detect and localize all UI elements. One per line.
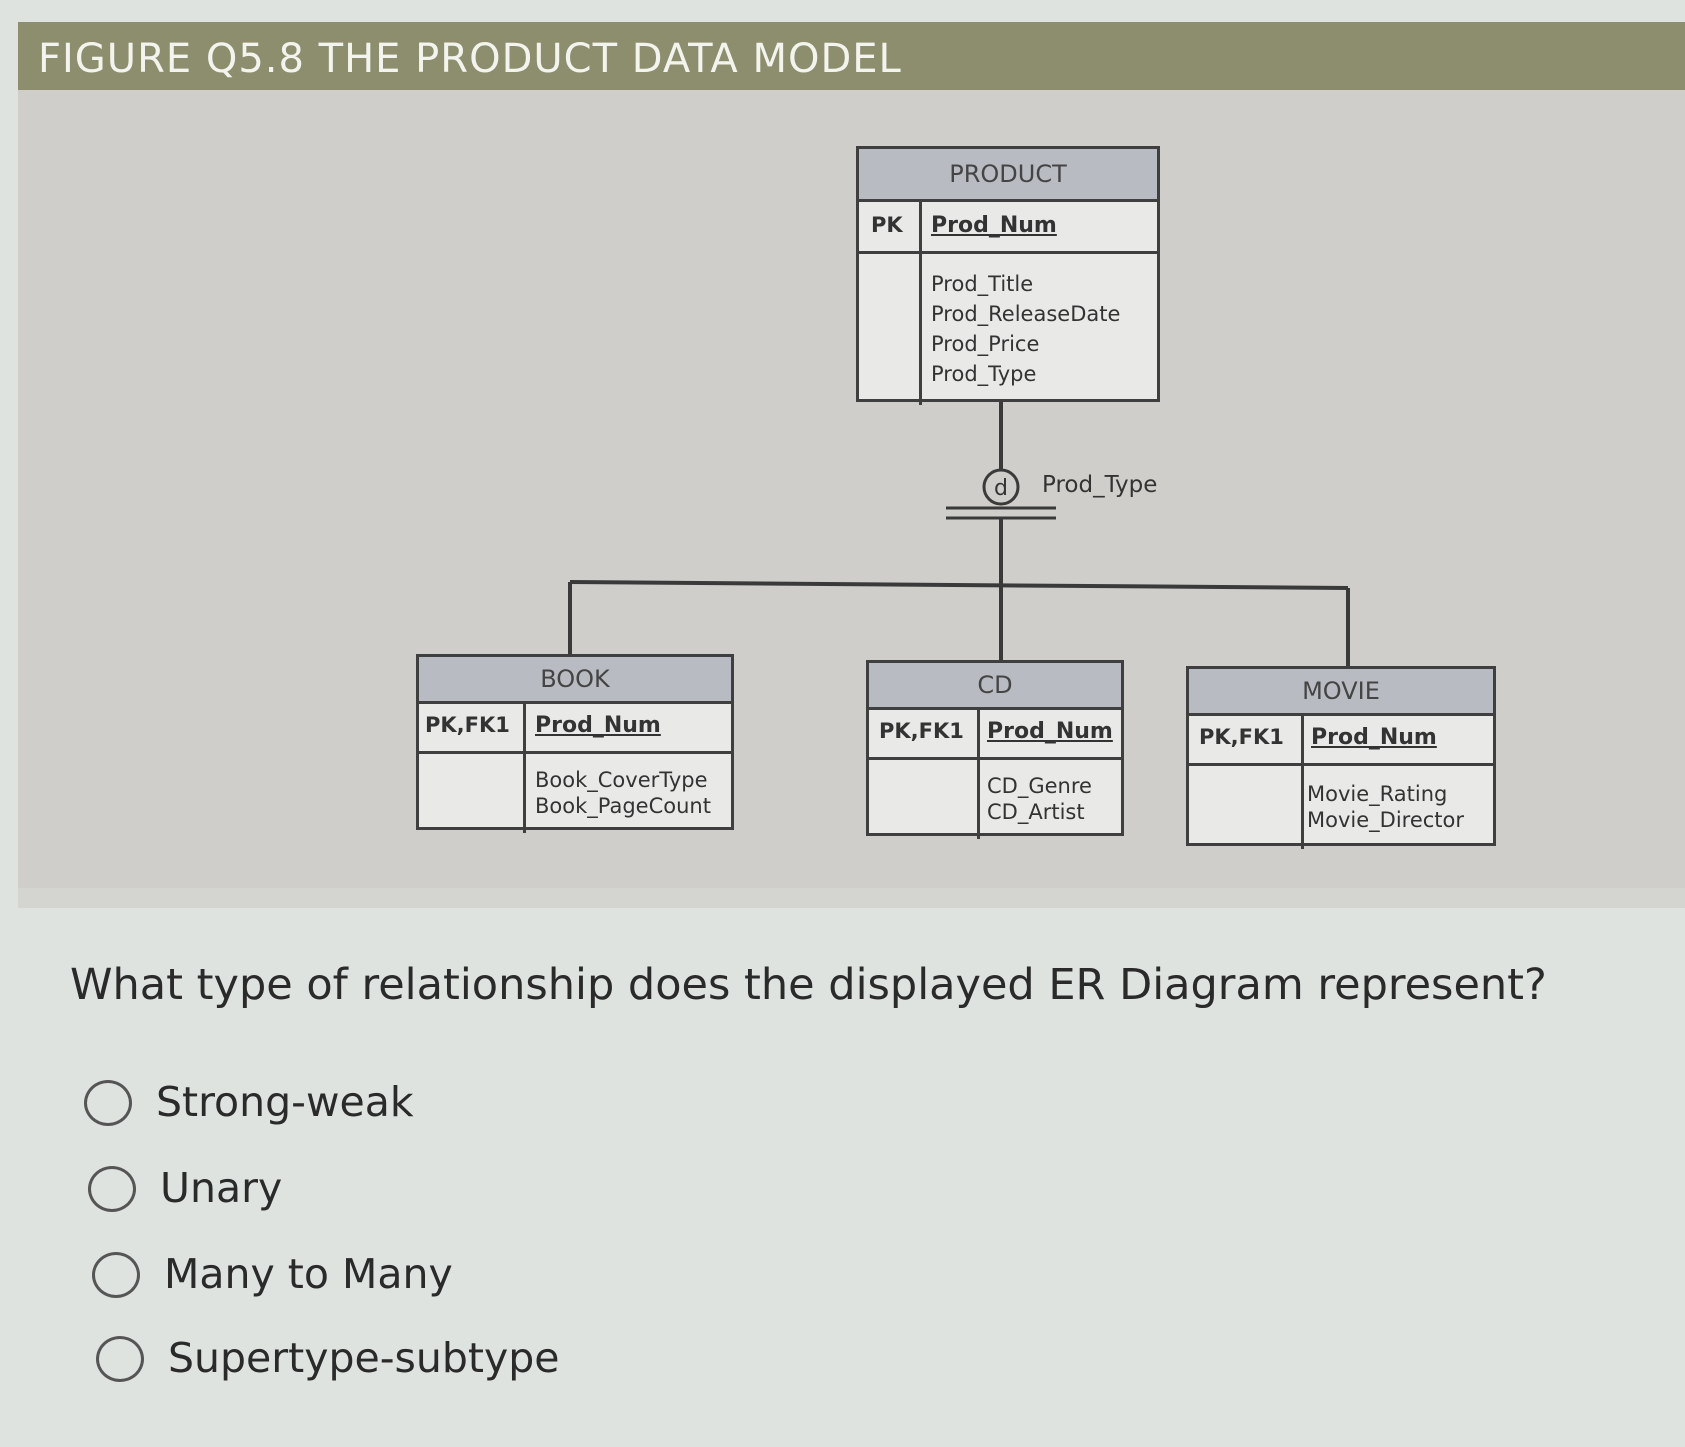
figure-title: FIGURE Q5.8 THE PRODUCT DATA MODEL — [38, 36, 902, 82]
cd-entity: CD PK,FK1 Prod_Num CD_Genre CD_Artist — [866, 660, 1124, 839]
product-key-attr: Prod_Num — [931, 213, 1057, 238]
movie-entity-name: MOVIE — [1189, 669, 1493, 716]
cd-key-attr: Prod_Num — [987, 719, 1113, 744]
cd-key-label: PK,FK1 — [879, 719, 964, 743]
cd-attr: CD_Artist — [987, 800, 1085, 824]
discriminator-label: Prod_Type — [1042, 472, 1158, 498]
option-label[interactable]: Strong-weak — [156, 1078, 414, 1126]
movie-key-attr: Prod_Num — [1311, 725, 1437, 750]
product-key-label: PK — [871, 213, 903, 237]
figure-title-banner — [18, 22, 1685, 90]
option-label[interactable]: Unary — [160, 1164, 283, 1212]
discriminator-symbol: d — [994, 476, 1008, 501]
movie-attr: Movie_Rating — [1307, 782, 1448, 806]
product-attr: Prod_Type — [931, 362, 1037, 386]
radio-button[interactable] — [96, 1336, 144, 1382]
radio-button[interactable] — [88, 1166, 136, 1212]
product-attr: Prod_Title — [931, 272, 1034, 296]
book-key-attr: Prod_Num — [535, 713, 661, 738]
book-attr: Book_PageCount — [535, 794, 711, 818]
movie-key-label: PK,FK1 — [1199, 725, 1284, 749]
product-attr: Prod_Price — [931, 332, 1040, 356]
book-key-label: PK,FK1 — [425, 713, 510, 737]
cd-entity-name: CD — [869, 663, 1121, 710]
book-attr: Book_CoverType — [535, 768, 708, 792]
book-entity: BOOK PK,FK1 Prod_Num Book_CoverType Book… — [416, 654, 734, 833]
movie-entity: MOVIE PK,FK1 Prod_Num Movie_Rating Movie… — [1186, 666, 1496, 849]
option-label[interactable]: Supertype-subtype — [168, 1334, 560, 1382]
question-text: What type of relationship does the displ… — [70, 960, 1547, 1010]
figure-panel-edge — [18, 888, 1685, 908]
movie-attr: Movie_Director — [1307, 808, 1465, 832]
radio-button[interactable] — [84, 1080, 132, 1126]
product-entity-name: PRODUCT — [859, 149, 1157, 202]
product-attr: Prod_ReleaseDate — [931, 302, 1121, 326]
relationship-lines: d — [568, 400, 1350, 668]
product-entity: PRODUCT PK Prod_Num Prod_Title Prod_Rele… — [856, 146, 1160, 405]
cd-attr: CD_Genre — [987, 774, 1092, 798]
option-label[interactable]: Many to Many — [164, 1250, 453, 1298]
book-entity-name: BOOK — [419, 657, 731, 704]
radio-button[interactable] — [92, 1252, 140, 1298]
